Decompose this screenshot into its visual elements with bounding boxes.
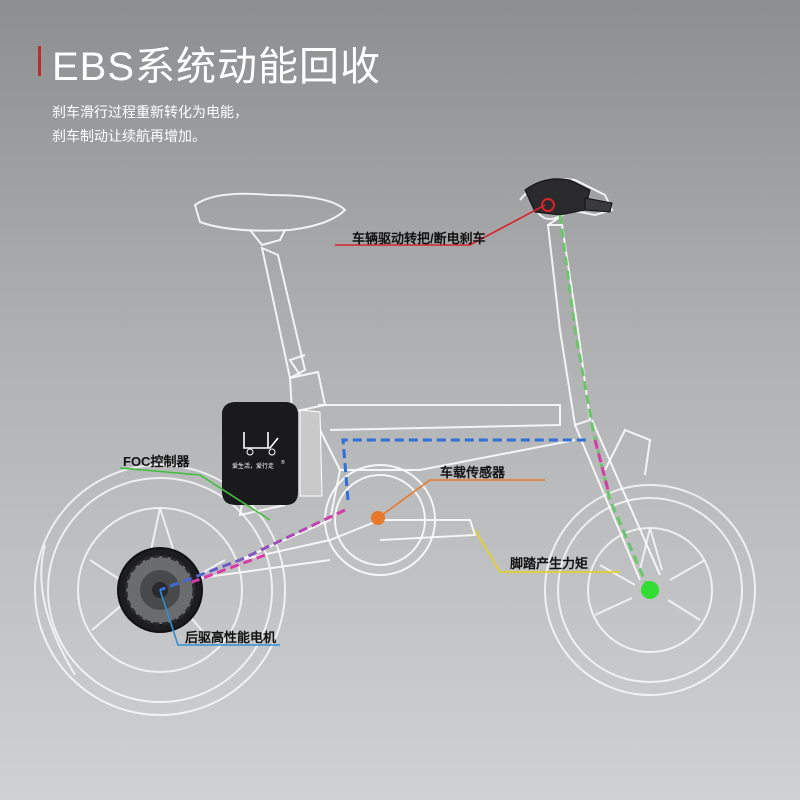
flow-line-magenta-lower (191, 553, 266, 584)
signal-flow-lines (159, 214, 650, 592)
flow-line-handlebar-to-fork (558, 214, 650, 589)
leader-brake (335, 204, 546, 246)
controller-box: 爱生活，爱行走 ® (222, 402, 323, 505)
page-description: 刹车滑行过程重新转化为电能， 刹车制动让续航再增加。 (52, 100, 248, 148)
brake-point-marker (541, 198, 555, 212)
front-wheel (544, 484, 756, 696)
title-accent-bar (38, 46, 41, 76)
description-line-2: 刹车制动让续航再增加。 (52, 128, 206, 144)
callout-leaders (119, 204, 620, 646)
leader-pedal (474, 529, 620, 573)
flow-line-top-tube (341, 438, 590, 501)
callout-motor-label: 后驱高性能电机 (185, 630, 277, 645)
callout-foc-label: FOC控制器 (123, 454, 190, 469)
leader-sensor (377, 479, 545, 519)
sensor-dot (371, 511, 385, 525)
flow-line-fork-magenta (593, 439, 610, 491)
callout-sensor-label: 车载传感器 (440, 465, 506, 480)
front-hub-dot (641, 581, 659, 599)
controller-logo-mark: ® (281, 459, 285, 466)
page-title: EBS系统动能回收 (52, 45, 382, 89)
leader-foc (119, 467, 271, 521)
flow-line-controller-to-motor (159, 508, 346, 592)
callout-pedal-label: 脚踏产生力矩 (510, 556, 589, 571)
description-line-1: 刹车滑行过程重新转化为电能， (52, 104, 248, 120)
bike-frame (184, 178, 661, 581)
leader-motor (159, 589, 280, 646)
controller-logo-text: 爱生活，爱行走 (232, 462, 274, 470)
callout-brake-label: 车辆驱动转把/断电刹车 (352, 231, 486, 246)
